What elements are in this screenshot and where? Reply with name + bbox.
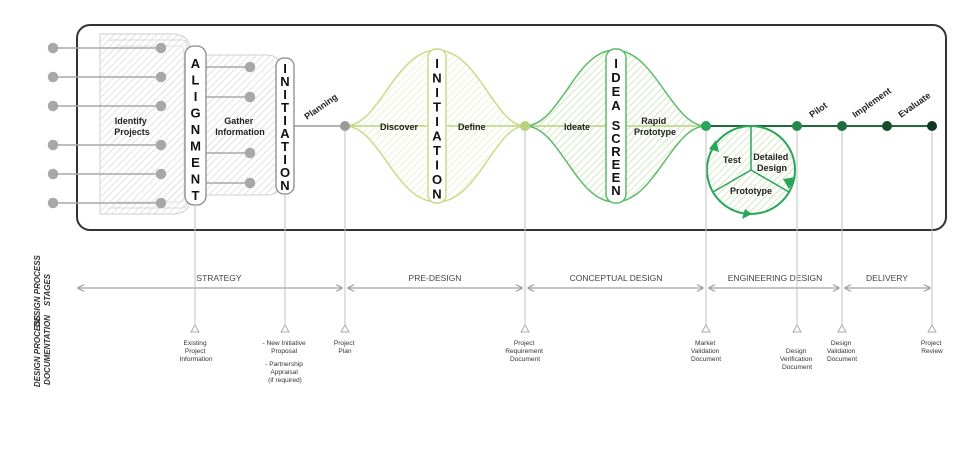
stages-side-label: DESIGN PROCESS STAGES xyxy=(33,253,52,327)
initiation-2-letter: T xyxy=(433,143,441,158)
initiation-2-letter: O xyxy=(432,172,442,187)
cycle-arrows xyxy=(709,140,796,219)
prototype-label: Prototype xyxy=(730,186,772,196)
doc-lines xyxy=(194,131,933,326)
stage-conceptual-design: CONCEPTUAL DESIGN xyxy=(570,273,663,283)
initiation-2-letter: N xyxy=(432,187,441,202)
initiation-1-letter: A xyxy=(280,126,290,141)
doc-new-initiative-proposal: - New Initiative Proposal - Partnership … xyxy=(262,340,307,384)
initiation-1-letter: I xyxy=(283,113,287,128)
stage-strategy: STRATEGY xyxy=(196,273,242,283)
define-label: Define xyxy=(458,122,486,132)
initiation-1-letter: I xyxy=(283,152,287,167)
initiation-2-letter: I xyxy=(435,85,439,100)
alignment-letter: G xyxy=(190,106,200,121)
stage-pre-design: PRE-DESIGN xyxy=(409,273,462,283)
doc-markers xyxy=(190,323,937,333)
alignment-letter: N xyxy=(191,172,200,187)
initiation-2-letter: I xyxy=(435,158,439,173)
initiation-2-letter: A xyxy=(432,129,442,144)
input-lines xyxy=(47,42,167,209)
initiation-2-letter: T xyxy=(433,100,441,115)
detailed-design-label: Detailed Design xyxy=(753,152,791,173)
detailed-design-node xyxy=(792,121,802,131)
prototype-node xyxy=(701,121,711,131)
alignment-letter: L xyxy=(192,73,200,88)
gather-lines xyxy=(205,61,256,189)
pilot-node xyxy=(837,121,847,131)
alignment-letter: I xyxy=(194,89,198,104)
alignment-letter: M xyxy=(190,139,201,154)
ideate-label: Ideate xyxy=(564,122,590,132)
initiation-1-letter: T xyxy=(281,139,289,154)
alignment-letter: A xyxy=(191,56,201,71)
identify-projects-label: Identify Projects xyxy=(114,116,150,137)
stage-delivery: DELIVERY xyxy=(866,273,908,283)
idea-letter: D xyxy=(611,70,620,85)
doc-existing-project-information: Existing Project Information xyxy=(180,340,213,363)
alignment-letter: E xyxy=(191,155,200,170)
doc-project-review: Project Review xyxy=(921,340,943,355)
doc-project-requirement: Project Requirement Document xyxy=(505,340,545,363)
idea-letter: E xyxy=(612,84,621,99)
screen-letter: S xyxy=(612,118,621,133)
initiation-1-letter: I xyxy=(283,61,287,76)
screen-letter: C xyxy=(611,131,621,146)
gather-information-label: Gather Information xyxy=(215,116,265,137)
idea-letter: I xyxy=(614,56,618,71)
idea-letter: A xyxy=(611,98,621,113)
initiation-1-letter: O xyxy=(280,165,290,180)
initiation-1-letter: N xyxy=(280,178,289,193)
planning-node xyxy=(340,121,350,131)
implement-node xyxy=(882,121,892,131)
test-label: Test xyxy=(723,155,741,165)
alignment-letter: T xyxy=(192,188,200,203)
doc-design-verification: Design Verification Document xyxy=(780,348,814,371)
initiation-1-letter: T xyxy=(281,100,289,115)
initiation-1-letter: N xyxy=(280,74,289,89)
doc-market-validation: Market Validation Document xyxy=(691,340,721,363)
screen-letter: N xyxy=(611,183,620,198)
initiation-2-letter: I xyxy=(435,56,439,71)
alignment-letter: N xyxy=(191,122,200,137)
initiation-bar-2 xyxy=(427,48,447,204)
define-node xyxy=(520,121,530,131)
screen-letter: E xyxy=(612,170,621,185)
discover-label: Discover xyxy=(380,122,419,132)
initiation-2-letter: I xyxy=(435,114,439,129)
rapid-prototype-label: Rapid Prototype xyxy=(634,116,676,137)
initiation-1-letter: I xyxy=(283,87,287,102)
screen-letter: R xyxy=(611,144,621,159)
evaluate-node xyxy=(927,121,937,131)
initiation-2-letter: N xyxy=(432,71,441,86)
idea-screen-bar xyxy=(605,48,627,204)
screen-letter: E xyxy=(612,157,621,172)
documentation-side-label: DESIGN PROCESS DOCUMENTATION xyxy=(33,313,52,387)
doc-project-plan: Project Plan xyxy=(334,340,356,355)
stage-engineering-design: ENGINEERING DESIGN xyxy=(728,273,822,283)
doc-design-validation: Design Validation Document xyxy=(827,340,857,363)
